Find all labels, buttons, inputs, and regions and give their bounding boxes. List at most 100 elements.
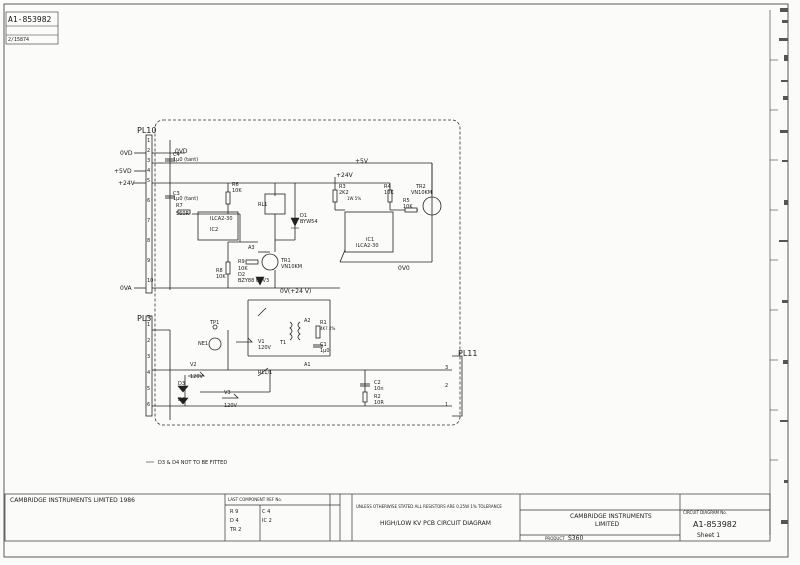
last-ref-r: R 9 (230, 509, 238, 515)
drawing-number: A1-853982 (693, 520, 737, 529)
r2-label: R2 (374, 394, 381, 400)
last-component-label: LAST COMPONENT REF No. (228, 497, 283, 502)
pl11-pin: 1 (445, 402, 449, 408)
transistors (261, 196, 442, 271)
pl10-pin: 6 (147, 198, 151, 204)
rl1-1-label: RL1/1 (258, 370, 273, 376)
fit-note: D3 & D4 NOT TO BE FITTED (158, 460, 228, 466)
pl3-pin: 3 (147, 354, 151, 360)
d2-part: BZY88 C3V3 (238, 278, 270, 284)
pl10-pin: 1 (147, 138, 151, 144)
product-label: PRODUCT (545, 536, 565, 541)
resistors (177, 189, 418, 403)
v1-label: V1 (258, 339, 265, 345)
sheet-label: Sheet 1 (697, 532, 721, 539)
r9-value: 10K (238, 266, 248, 272)
last-ref-d-ref: D (230, 518, 234, 524)
c1-label: C1 (320, 342, 327, 348)
last-ref-tr-val: 2 (238, 527, 242, 533)
r1-value: 4K7 2% (320, 326, 336, 331)
pl10-pin: 4 (147, 168, 151, 174)
last-ref-d: D 4 (230, 518, 239, 524)
last-ref-r-val: 9 (235, 509, 239, 515)
pl10-pin: 8 (147, 238, 151, 244)
pl11-pin: 3 (445, 365, 449, 371)
rail-plus5vd: +5VD (114, 168, 132, 175)
c4-label: C4 (173, 152, 180, 158)
pl3-pin: 4 (147, 370, 151, 376)
pl10-pin: 3 (147, 158, 151, 164)
last-ref-c: C 4 (262, 509, 270, 515)
last-ref-c-ref: C (262, 509, 266, 515)
rail-0v-right: 0V0 (398, 265, 410, 272)
rail-plus24v: +24V (118, 180, 135, 187)
tr2-part: VN10KM (411, 190, 433, 196)
circuit-no-label: CIRCUIT DIAGRAM No. (683, 510, 727, 515)
pl3-pin: 6 (147, 402, 151, 408)
c3-label: C3 (173, 191, 180, 197)
v1-value: 120V (258, 345, 271, 351)
pl10-label: PL10 (137, 126, 157, 135)
v3-label: V3 (224, 390, 231, 396)
last-ref-tr-ref: TR (230, 527, 237, 533)
board-outline (154, 119, 461, 426)
rail-0va: 0VA (120, 285, 132, 292)
drawing-title: HIGH/LOW KV PCB CIRCUIT DIAGRAM (380, 520, 491, 527)
a3-label: A3 (248, 245, 255, 251)
r6-value: 10K (232, 188, 242, 194)
rl1-label: RL1 (258, 202, 268, 208)
c1-value: 1µ0 (320, 348, 330, 354)
a2-label: A2 (304, 318, 311, 324)
pl3-pin: 2 (147, 338, 151, 344)
r8-label: R8 (216, 268, 223, 274)
c4-value: 1µ0 (tant) (173, 157, 199, 163)
ic1-label: IC1 (366, 237, 375, 243)
pl3-pin: 5 (147, 386, 151, 392)
right-zone-ticks (770, 59, 778, 461)
d3-label: D3 (178, 381, 186, 387)
last-ref-tr: TR 2 (230, 527, 241, 533)
tr2-label: TR2 (416, 184, 426, 190)
r8-value: 10K (216, 274, 226, 280)
c2-value: 10n (374, 386, 384, 392)
pl10-pin: 7 (147, 218, 151, 224)
c3-value: 1µ0 (tant) (173, 196, 199, 202)
v2-label: V2 (190, 362, 197, 368)
r9-label: R9 (238, 259, 245, 265)
title-block-lines (4, 493, 771, 542)
r1-label: R1 (320, 320, 327, 326)
d4-label: D4 (178, 397, 186, 403)
rail-plus5v: +5V (355, 158, 368, 165)
diodes (177, 217, 300, 405)
pl11-pin: 2 (445, 383, 449, 389)
drawing-stamp-number: A1-853982 (8, 15, 52, 24)
last-ref-ic-ref: IC (262, 518, 267, 524)
pl3-pin: 1 (147, 322, 151, 328)
ic-boxes (197, 193, 394, 253)
r4-value: 10K (384, 190, 394, 196)
last-ref-d-val: 4 (235, 518, 239, 524)
pl10-pin: 10 (147, 278, 154, 284)
company-line1: CAMBRIDGE INSTRUMENTS (570, 513, 652, 520)
product-code: S360 (568, 535, 584, 542)
r3-label: R3 (339, 184, 346, 190)
ic2-part: ILCA2-30 (210, 216, 233, 222)
ic2-label: IC2 (210, 227, 219, 233)
c2-label: C2 (374, 380, 381, 386)
rail-0vd-top: 0VD (175, 148, 188, 155)
last-ref-r-ref: R (230, 509, 234, 515)
last-ref-c-val: 4 (267, 509, 271, 515)
r3-spec: 1W 5% (347, 196, 362, 201)
pl10-pin: 9 (147, 258, 151, 264)
r5-label: R5 (403, 198, 410, 204)
ic1-part: ILCA2-30 (356, 243, 379, 249)
v3-value: 120V (224, 403, 237, 409)
company-line2: LIMITED (595, 521, 620, 528)
r3-value: 2K2 (339, 190, 349, 196)
tr1-part: VN10KM (281, 264, 303, 270)
drawing-stamp (5, 11, 59, 45)
copyright: CAMBRIDGE INSTRUMENTS LIMITED 1986 (10, 497, 135, 504)
pl10-connector (134, 134, 153, 294)
ne1-label: NE1 (198, 341, 209, 347)
